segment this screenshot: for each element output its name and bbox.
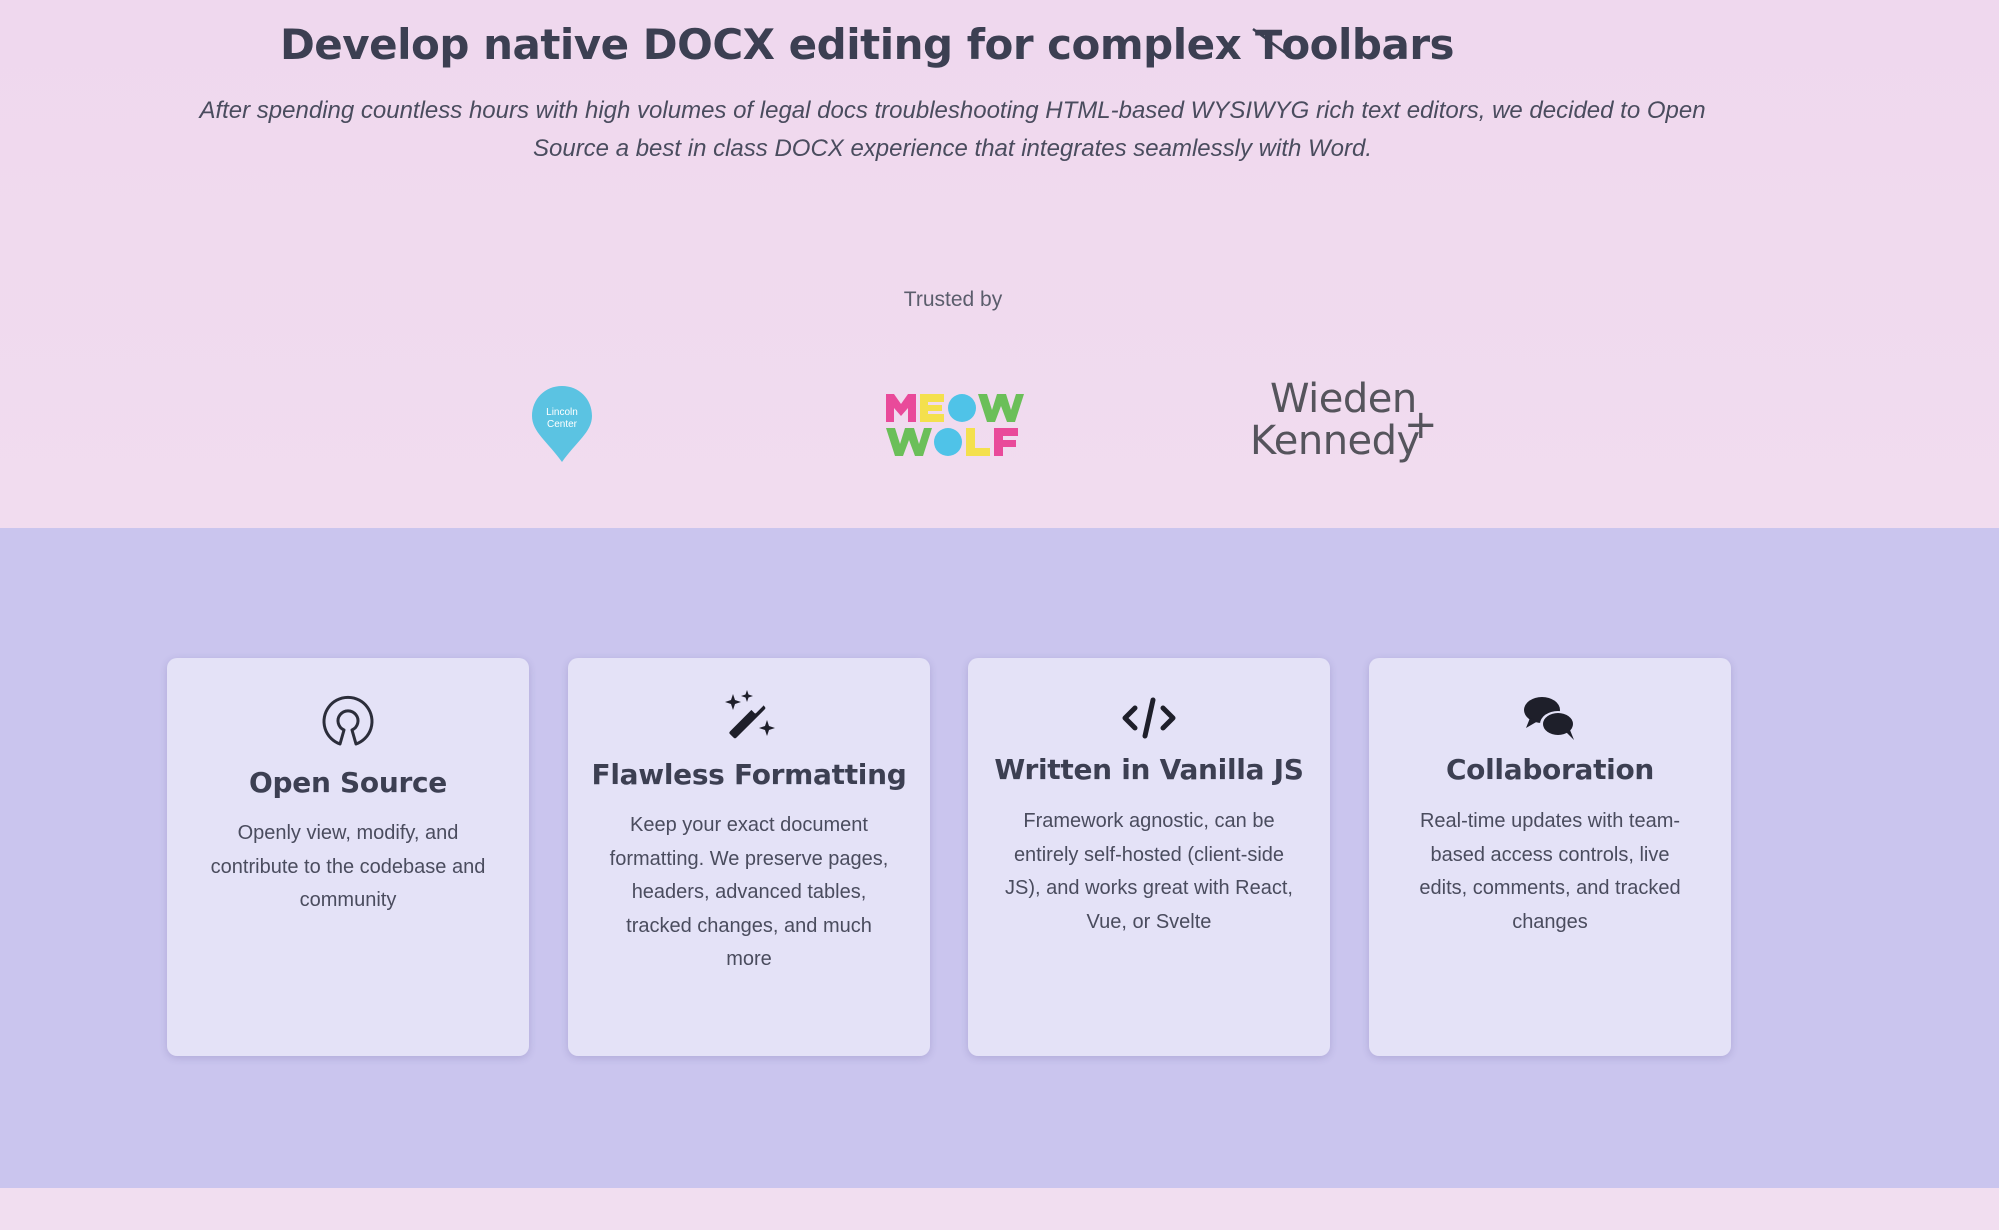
open-source-icon [318, 692, 378, 752]
meow-wolf-logo: MEOW WOLF [884, 390, 1024, 460]
hero-subtitle: After spending countless hours with high… [199, 97, 1706, 162]
svg-text:Lincoln: Lincoln [546, 407, 578, 418]
features-section: Open Source Openly view, modify, and con… [0, 528, 1999, 1188]
hero-title: Develop native DOCX editing for complex … [0, 20, 1734, 69]
code-icon [1119, 688, 1179, 748]
feature-card-flawless-formatting: Flawless Formatting Keep your exact docu… [568, 658, 930, 1056]
svg-text:Center: Center [547, 419, 578, 430]
lincoln-center-logo: Lincoln Center [530, 384, 594, 464]
feature-title: Collaboration [1445, 753, 1655, 786]
feature-card-vanilla-js: Written in Vanilla JS Framework agnostic… [968, 658, 1330, 1056]
feature-card-open-source: Open Source Openly view, modify, and con… [167, 658, 529, 1056]
hero-section: Develop native DOCX editing for complex … [0, 0, 1999, 528]
next-section-edge [0, 1188, 1999, 1230]
feature-description: Keep your exact document formatting. We … [609, 814, 889, 970]
feature-title: Flawless Formatting [591, 758, 907, 791]
feature-description: Openly view, modify, and contribute to t… [210, 822, 486, 911]
trusted-by-label: Trusted by [903, 288, 1003, 311]
wieden-kennedy-logo: Wieden Kennedy + [1250, 376, 1438, 464]
feature-description: Real-time updates with team-based access… [1419, 810, 1681, 933]
feature-description: Framework agnostic, can be entirely self… [1005, 810, 1293, 933]
feature-card-collaboration: Collaboration Real-time updates with tea… [1369, 658, 1731, 1056]
chat-bubbles-icon [1520, 688, 1580, 748]
hero-title-part1: Develop native DOCX editing for complex [279, 20, 1256, 69]
feature-title: Written in Vanilla JS [994, 753, 1304, 786]
feature-title: Open Source [249, 766, 447, 799]
cursor-letter: T [1255, 23, 1283, 67]
magic-wand-icon [719, 688, 779, 748]
hero-title-part2: oolbars [1281, 20, 1455, 69]
